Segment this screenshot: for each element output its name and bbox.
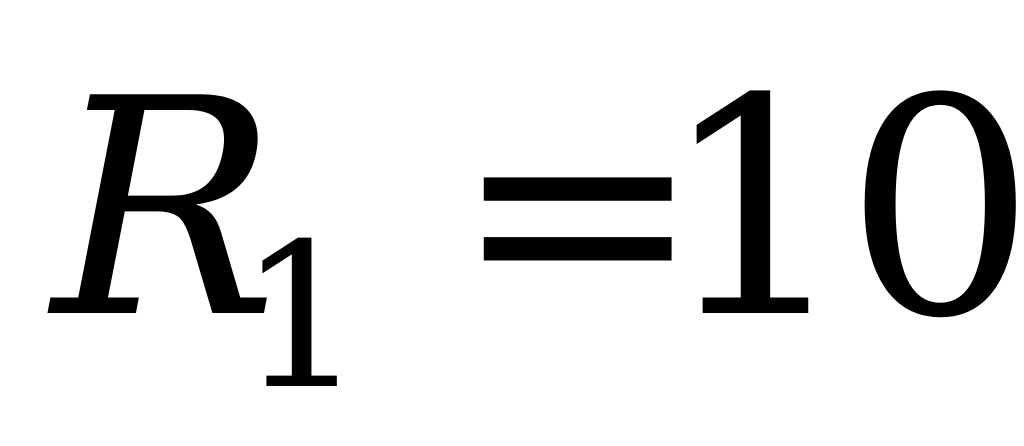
equation-subscript: 1 [238,201,366,434]
equation-value: 10 [660,35,1024,384]
equals-sign: = [452,35,704,384]
equation-variable: R [52,35,278,384]
